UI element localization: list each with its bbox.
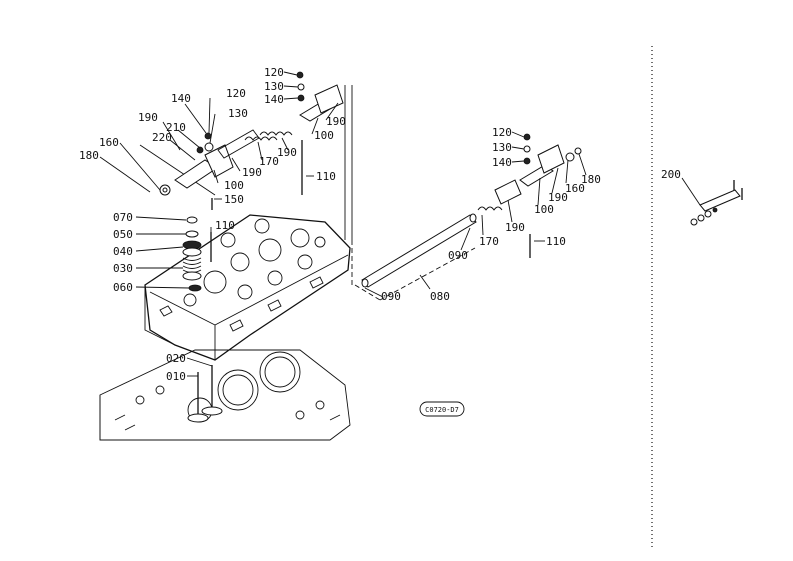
- label-110: 110: [215, 219, 235, 232]
- label-120: 120: [492, 126, 512, 139]
- right-rocker-assembly: [477, 133, 582, 258]
- label-130: 130: [264, 80, 284, 93]
- label-030: 030: [113, 262, 133, 275]
- label-120: 120: [264, 66, 284, 79]
- label-190: 190: [326, 115, 346, 128]
- label-010: 010: [166, 370, 186, 383]
- label-130: 130: [228, 107, 248, 120]
- cylinder-head-drawing: [144, 214, 351, 361]
- label-210: 210: [166, 121, 186, 134]
- part-labels: 120 130 140 100 190 140 120 130 190 220 …: [79, 66, 681, 383]
- label-140: 140: [264, 93, 284, 106]
- label-100: 100: [314, 129, 334, 142]
- label-130: 130: [492, 141, 512, 154]
- label-170: 170: [259, 155, 279, 168]
- valves: [187, 365, 223, 423]
- label-110: 110: [546, 235, 566, 248]
- label-190: 190: [277, 146, 297, 159]
- rocker-shaft: [354, 213, 477, 301]
- leader-lines: [99, 71, 701, 377]
- cylinder-block-drawing: [99, 349, 351, 441]
- label-140: 140: [171, 92, 191, 105]
- label-090: 090: [448, 249, 468, 262]
- label-200: 200: [661, 168, 681, 181]
- label-190: 190: [138, 111, 158, 124]
- label-060: 060: [113, 281, 133, 294]
- label-100: 100: [224, 179, 244, 192]
- label-070: 070: [113, 211, 133, 224]
- label-180: 180: [79, 149, 99, 162]
- label-150: 150: [224, 193, 244, 206]
- label-100: 100: [534, 203, 554, 216]
- label-140: 140: [492, 156, 512, 169]
- left-rocker-assembly: [139, 129, 278, 210]
- label-050: 050: [113, 228, 133, 241]
- label-160: 160: [565, 182, 585, 195]
- drawing-code-badge: C0720-D7: [419, 401, 465, 417]
- label-020: 020: [166, 352, 186, 365]
- valve-spring-stack: [182, 216, 212, 292]
- label-190: 190: [548, 191, 568, 204]
- label-170: 170: [479, 235, 499, 248]
- label-160: 160: [99, 136, 119, 149]
- label-090: 090: [381, 290, 401, 303]
- label-180: 180: [581, 173, 601, 186]
- detail-assembly-200: [690, 180, 743, 226]
- label-110: 110: [316, 170, 336, 183]
- label-040: 040: [113, 245, 133, 258]
- label-220: 220: [152, 131, 172, 144]
- drawing-code: C0720-D7: [425, 406, 459, 414]
- label-120: 120: [226, 87, 246, 100]
- label-190: 190: [242, 166, 262, 179]
- label-080: 080: [430, 290, 450, 303]
- label-190: 190: [505, 221, 525, 234]
